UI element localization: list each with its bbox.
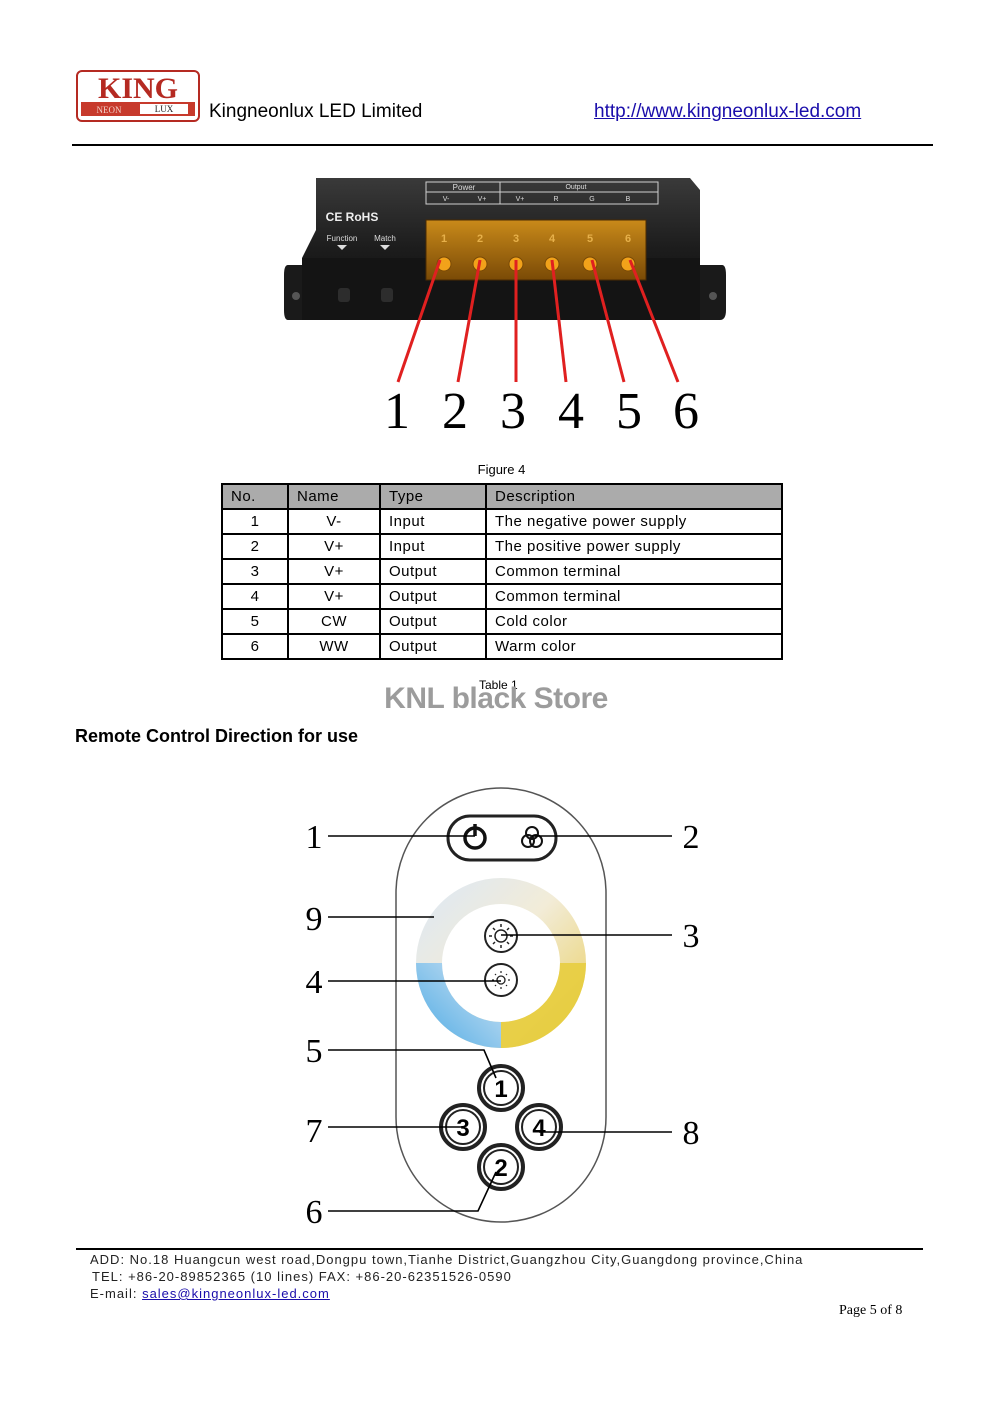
footer-address: ADD: No.18 Huangcun west road,Dongpu tow…: [90, 1252, 804, 1267]
table-row: 5 CW Output Cold color: [221, 608, 783, 635]
match-label: Match: [374, 234, 396, 243]
company-name: Kingneonlux LED Limited: [209, 101, 423, 122]
website-link[interactable]: http://www.kingneonlux-led.com: [594, 101, 862, 122]
scene-button-4: 4: [532, 1115, 546, 1142]
table-header-cell: No.: [221, 483, 289, 510]
callout-3: 3: [683, 918, 700, 955]
table-cell: 2: [221, 533, 289, 560]
callout-number: 5: [616, 383, 642, 440]
function-label: Function: [327, 234, 358, 243]
terminal-number: 5: [587, 233, 593, 245]
table-cell: 3: [221, 558, 289, 585]
terminal-number: 6: [625, 233, 631, 245]
certification-label: CE RoHS: [326, 210, 379, 224]
table-cell: V+: [287, 533, 381, 560]
table-row: 6 WW Output Warm color: [221, 633, 783, 660]
terminal-number: 2: [477, 233, 483, 245]
table-row: 3 V+ Output Common terminal: [221, 558, 783, 585]
terminal-label: R: [553, 196, 558, 203]
table-cell: Output: [379, 608, 487, 635]
table-cell: The positive power supply: [485, 533, 783, 560]
terminal-number: 3: [513, 233, 519, 245]
logo-sub-left: NEON: [97, 105, 122, 115]
callout-number: 4: [558, 383, 584, 440]
terminal-label: G: [589, 196, 594, 203]
table-cell: Input: [379, 508, 487, 535]
table-header-row: No. Name Type Description: [221, 483, 783, 510]
terminal-label: V+: [516, 196, 525, 203]
store-watermark: KNL black Store: [384, 682, 608, 715]
scene-button-3: 3: [456, 1115, 469, 1142]
callout-number: 6: [673, 383, 699, 440]
table-cell: CW: [287, 608, 381, 635]
table-cell: 1: [221, 508, 289, 535]
footer-phone: TEL: +86-20-89852365 (10 lines) FAX: +86…: [92, 1269, 512, 1284]
table-header-cell: Name: [287, 483, 381, 510]
table-cell: WW: [287, 633, 381, 660]
brightness-up-icon: [484, 919, 518, 953]
callout-number: 3: [500, 383, 526, 440]
color-mode-icon: [521, 826, 543, 848]
table-row: 1 V- Input The negative power supply: [221, 508, 783, 535]
callout-9: 9: [306, 901, 323, 938]
output-label: Output: [565, 184, 586, 191]
page-number: Page 5 of 8: [839, 1303, 903, 1318]
table-cell: Input: [379, 533, 487, 560]
table-caption: Table 1: [479, 678, 518, 692]
footer-email: E-mail: sales@kingneonlux-led.com: [90, 1286, 330, 1301]
remote-control-diagram: 1 3 4 2 1 2 3 4 5 6 7 8 9: [306, 787, 700, 1230]
section-title: Remote Control Direction for use: [75, 726, 359, 746]
terminal-spec-table: No. Name Type Description 1 V- Input The…: [221, 483, 783, 660]
callout-6: 6: [306, 1194, 323, 1230]
callout-7: 7: [306, 1113, 323, 1150]
table-cell: Common terminal: [485, 558, 783, 585]
table-row: 2 V+ Input The positive power supply: [221, 533, 783, 560]
table-header-cell: Description: [485, 483, 783, 510]
table-cell: V+: [287, 583, 381, 610]
table-cell: V+: [287, 558, 381, 585]
callout-1: 1: [306, 819, 323, 856]
table-header-cell: Type: [379, 483, 487, 510]
callout-number: 1: [384, 383, 410, 440]
callout-number: 2: [442, 383, 468, 440]
table-row: 4 V+ Output Common terminal: [221, 583, 783, 610]
table-cell: The negative power supply: [485, 508, 783, 535]
logo-sub-right: LUX: [155, 104, 174, 114]
terminal-number: 4: [549, 233, 556, 245]
table-cell: Cold color: [485, 608, 783, 635]
scene-button-2: 2: [494, 1155, 507, 1182]
callout-8: 8: [683, 1115, 700, 1152]
table-cell: Warm color: [485, 633, 783, 660]
table-cell: Common terminal: [485, 583, 783, 610]
figure-caption: Figure 4: [477, 462, 526, 477]
terminal-label: V-: [443, 196, 450, 203]
table-cell: Output: [379, 633, 487, 660]
table-cell: Output: [379, 583, 487, 610]
terminal-label: B: [626, 196, 631, 203]
table-cell: 5: [221, 608, 289, 635]
email-label: E-mail:: [90, 1286, 143, 1301]
table-cell: 6: [221, 633, 289, 660]
table-cell: V-: [287, 508, 381, 535]
email-link[interactable]: sales@kingneonlux-led.com: [142, 1286, 330, 1301]
terminal-label: V+: [478, 196, 487, 203]
header-divider: [72, 144, 933, 146]
table-cell: Output: [379, 558, 487, 585]
controller-terminal-figure: Power Output V- V+ V+ R G B CE RoHS Func…: [284, 178, 726, 440]
table-cell: 4: [221, 583, 289, 610]
callout-5: 5: [306, 1033, 323, 1070]
callout-4: 4: [306, 964, 323, 1001]
company-logo: KING NEON LUX: [76, 70, 200, 122]
scene-button-1: 1: [494, 1076, 507, 1103]
brightness-down-icon: [484, 963, 518, 997]
footer-divider: [76, 1248, 923, 1250]
logo-text: KING: [98, 72, 178, 105]
terminal-number: 1: [441, 233, 447, 245]
callout-2: 2: [683, 819, 700, 856]
power-label: Power: [453, 183, 476, 192]
